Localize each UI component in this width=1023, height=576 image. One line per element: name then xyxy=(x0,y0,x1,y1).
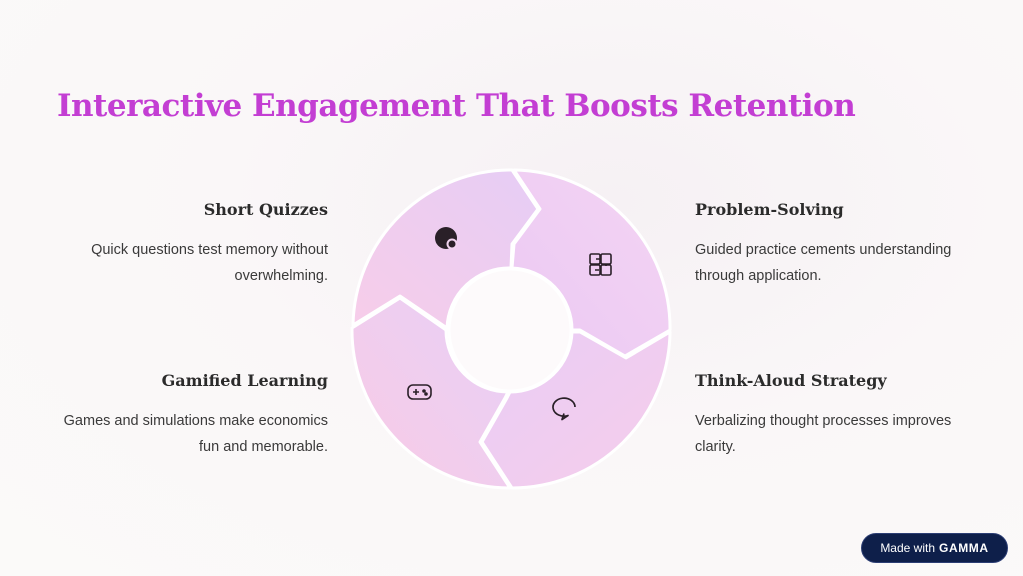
badge-prefix: Made with xyxy=(880,541,936,555)
item-think-aloud-strategy: Think-Aloud Strategy Verbalizing thought… xyxy=(695,369,975,460)
puzzle-icon xyxy=(589,253,612,276)
item-heading: Problem-Solving xyxy=(695,200,844,219)
item-short-quizzes: Short Quizzes Quick questions test memor… xyxy=(48,198,328,289)
chat-bubble-icon xyxy=(552,397,576,421)
item-heading: Short Quizzes xyxy=(203,200,328,219)
page-title: Interactive Engagement That Boosts Reten… xyxy=(57,88,856,124)
quiz-icon xyxy=(435,227,458,250)
item-gamified-learning: Gamified Learning Games and simulations … xyxy=(48,369,328,460)
item-heading: Gamified Learning xyxy=(161,371,328,390)
cycle-center xyxy=(447,267,573,393)
badge-brand: GAMMA xyxy=(939,541,989,555)
cycle-diagram xyxy=(350,168,672,490)
item-heading: Think-Aloud Strategy xyxy=(695,371,887,390)
made-with-gamma-badge[interactable]: Made with GAMMA xyxy=(861,533,1008,563)
gamepad-icon xyxy=(407,384,432,400)
item-problem-solving: Problem-Solving Guided practice cements … xyxy=(695,198,975,289)
cycle-segment-quizzes xyxy=(351,168,540,330)
